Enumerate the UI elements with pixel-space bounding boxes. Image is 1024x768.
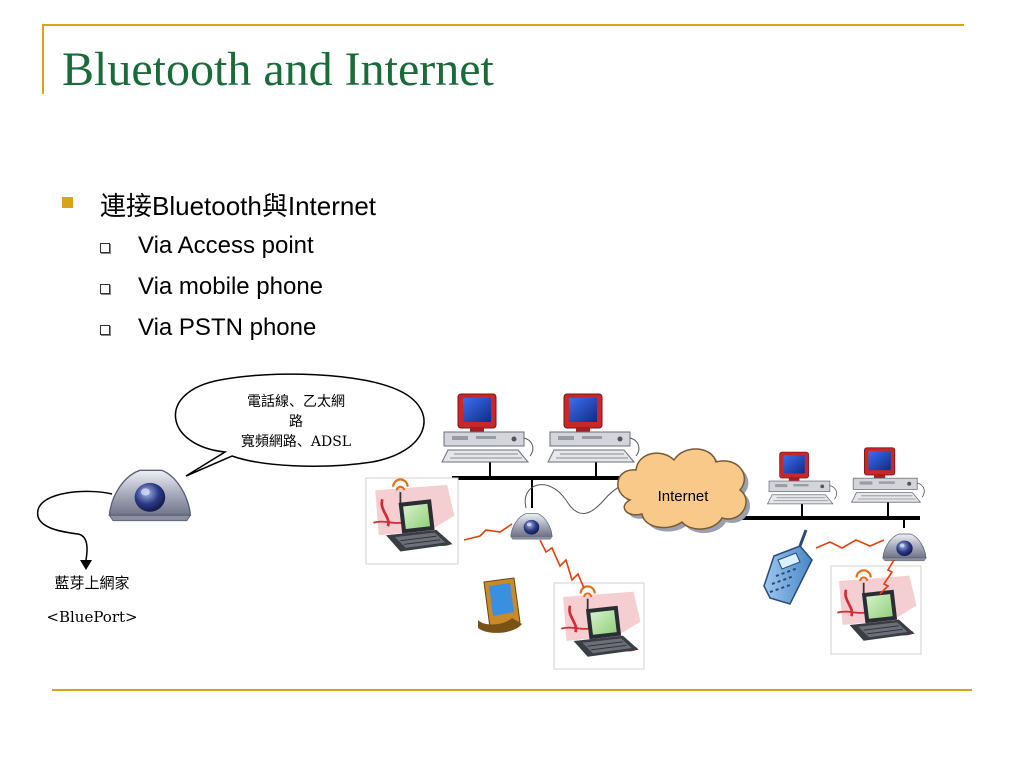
- desktop-computer-icon: [441, 393, 534, 463]
- frame-bottom-rule: [52, 689, 972, 691]
- frame-left-rule: [42, 24, 44, 94]
- bullet-main-text: 連接Bluetooth與Internet: [100, 191, 377, 221]
- hollow-square-bullet-icon: [100, 325, 110, 335]
- pda-icon: [478, 577, 522, 633]
- laptop-left: [365, 477, 459, 565]
- bubble-line: 寬頻網路、ADSL: [240, 434, 352, 450]
- mobile-phone-icon: [763, 529, 813, 605]
- blueport-device-icon: [108, 469, 192, 522]
- arrow-down-icon: [80, 560, 92, 570]
- bubble-text: 電話線、乙太網 路 寬頻網路、ADSL: [214, 392, 378, 452]
- sub-bullet-text: Via PSTN phone: [138, 314, 317, 341]
- radio-link: [879, 559, 895, 595]
- slide-title: Bluetooth and Internet: [62, 43, 494, 96]
- laptop-bottom: [553, 582, 645, 670]
- laptop-right: [830, 565, 922, 655]
- desktop-computer-icon: [851, 447, 925, 503]
- radio-link: [463, 523, 513, 541]
- speech-bubble: [174, 373, 425, 477]
- desktop-computer-icon: [767, 451, 837, 505]
- sub-bullet-text: Via mobile phone: [138, 273, 324, 300]
- cable-line: [37, 490, 113, 561]
- radio-link: [815, 539, 885, 549]
- hollow-square-bullet-icon: [100, 243, 110, 253]
- device-model-label: <BluePort>: [46, 608, 138, 626]
- bubble-line: 電話線、乙太網: [247, 394, 345, 410]
- frame-top-rule: [42, 24, 964, 26]
- radio-link: [539, 539, 585, 589]
- desktop-computer-icon: [547, 393, 640, 463]
- sub-bullet-text: Via Access point: [138, 232, 314, 259]
- square-bullet-icon: [62, 197, 73, 208]
- cloud-label: Internet: [658, 488, 710, 505]
- device-name-label: 藍芽上網家: [54, 574, 130, 592]
- internet-cloud-icon: [617, 448, 751, 534]
- access-point-icon: [882, 533, 927, 562]
- access-point-icon: [510, 513, 553, 540]
- bubble-line: 路: [289, 414, 303, 430]
- hollow-square-bullet-icon: [100, 284, 110, 294]
